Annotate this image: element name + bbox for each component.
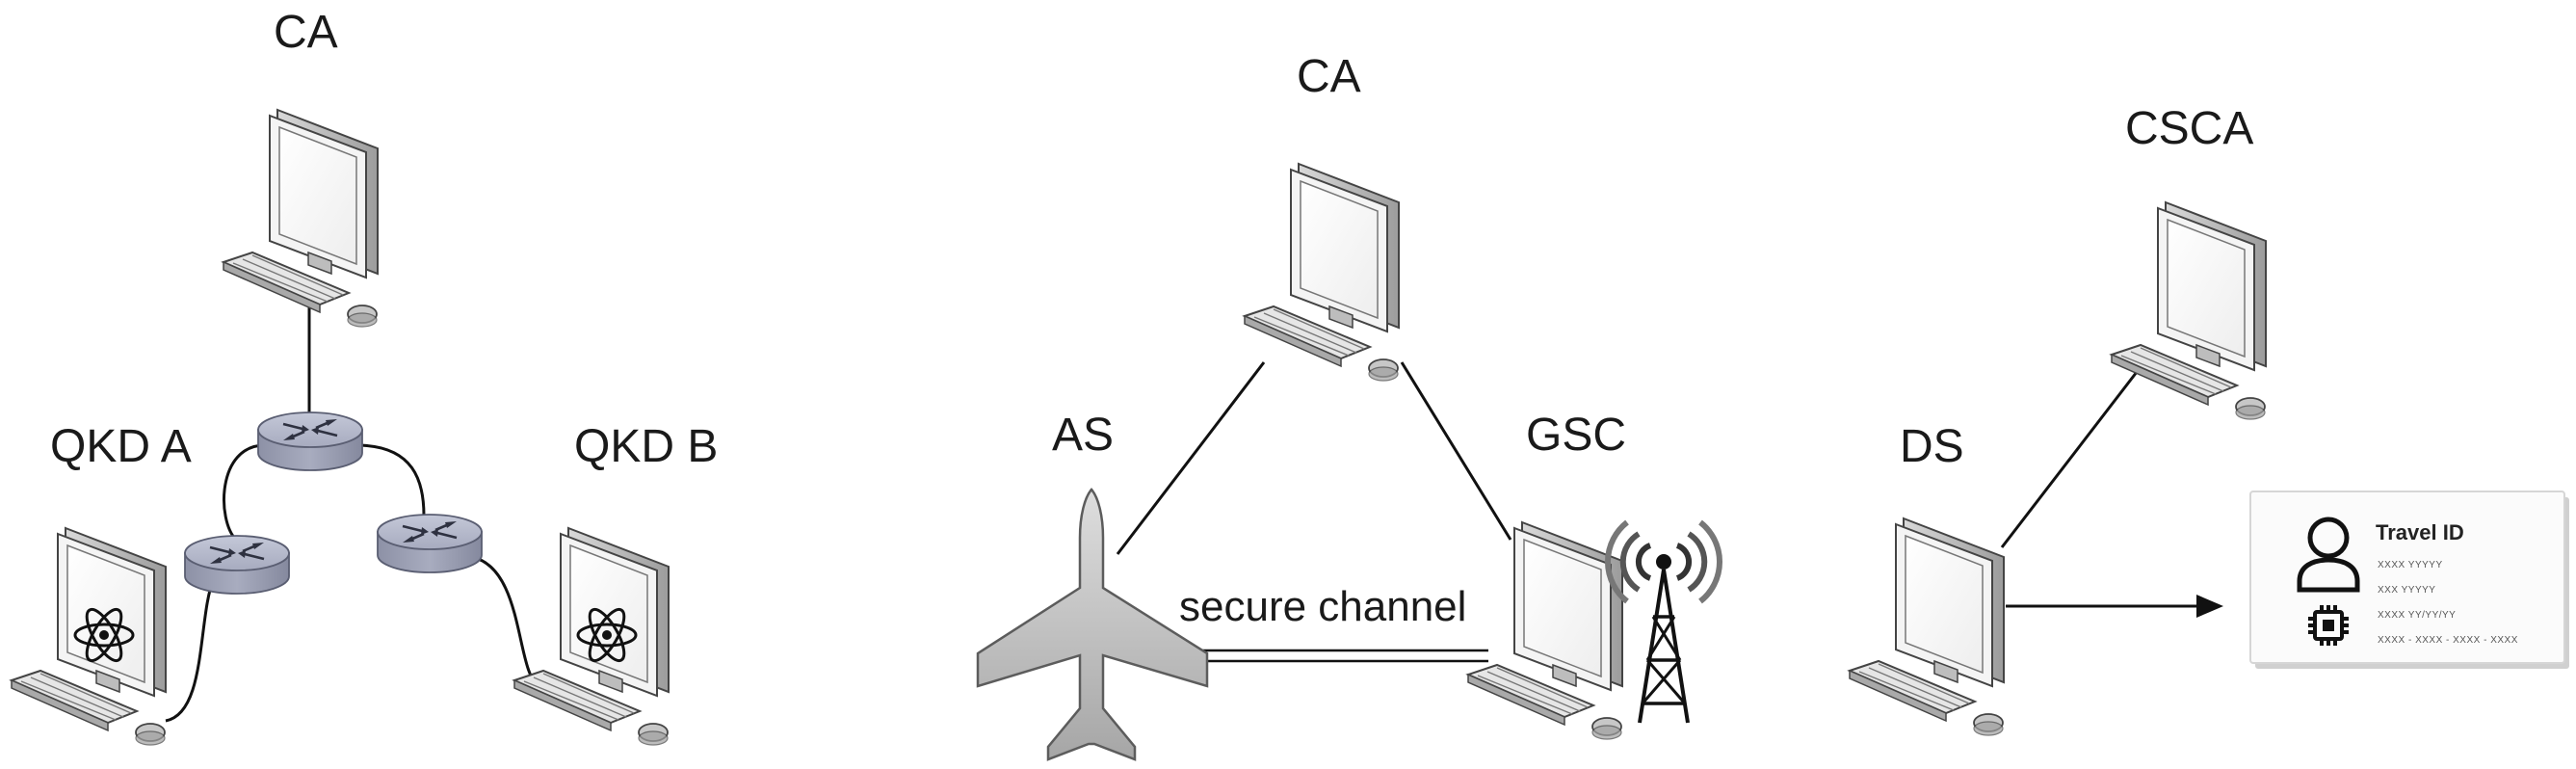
label-ds: DS [1900, 421, 1964, 472]
travel-card-line-4: XXXX - XXXX - XXXX - XXXX [2378, 635, 2518, 646]
computer-icon-qkd-b [513, 527, 670, 746]
travel-card-title: Travel ID [2376, 520, 2464, 544]
label-gsc: GSC [1526, 410, 1627, 461]
airplane-icon [976, 488, 1209, 761]
label-secure-channel: secure channel [1179, 583, 1467, 630]
travel-card-line-3: XXXX YY/YY/YY [2378, 610, 2457, 621]
computer-icon-csca [2111, 201, 2267, 420]
panel-aircraft-ground [976, 163, 1723, 761]
link-router-qkd-a [165, 577, 216, 723]
link-ca-as [1116, 361, 1266, 555]
router-icon-2 [183, 534, 291, 596]
label-qkd-b: QKD B [574, 421, 719, 472]
label-as: AS [1052, 410, 1115, 461]
link-router-router-a [223, 443, 266, 542]
person-icon [2297, 517, 2360, 593]
travel-card-line-2: XXX YYYYY [2378, 585, 2436, 596]
arrowhead-icon [2196, 595, 2223, 618]
computer-icon-ds [1849, 517, 2005, 736]
panel-travel-document [1849, 201, 2569, 736]
link-csca-ds [2000, 371, 2139, 548]
link-ca-gsc [1400, 361, 1512, 541]
travel-id-card [2249, 491, 2569, 669]
label-ca-2: CA [1297, 51, 1361, 102]
computer-icon-qkd-a [11, 527, 167, 746]
chip-icon [2308, 605, 2349, 646]
computer-icon-ca [223, 109, 379, 328]
label-csca: CSCA [2125, 103, 2254, 154]
link-router-router-b [355, 443, 426, 517]
link-router-qkd-b [471, 555, 540, 688]
computer-icon-gsc [1467, 521, 1623, 740]
router-icon-1 [256, 411, 364, 472]
label-ca-1: CA [274, 7, 338, 58]
label-qkd-a: QKD A [50, 421, 192, 472]
computer-icon-ca-2 [1244, 163, 1400, 382]
travel-card-line-1: XXXX YYYYY [2378, 560, 2443, 570]
router-icon-3 [376, 513, 484, 574]
antenna-tower-icon [1604, 519, 1723, 724]
panel-qkd-network [11, 109, 670, 746]
